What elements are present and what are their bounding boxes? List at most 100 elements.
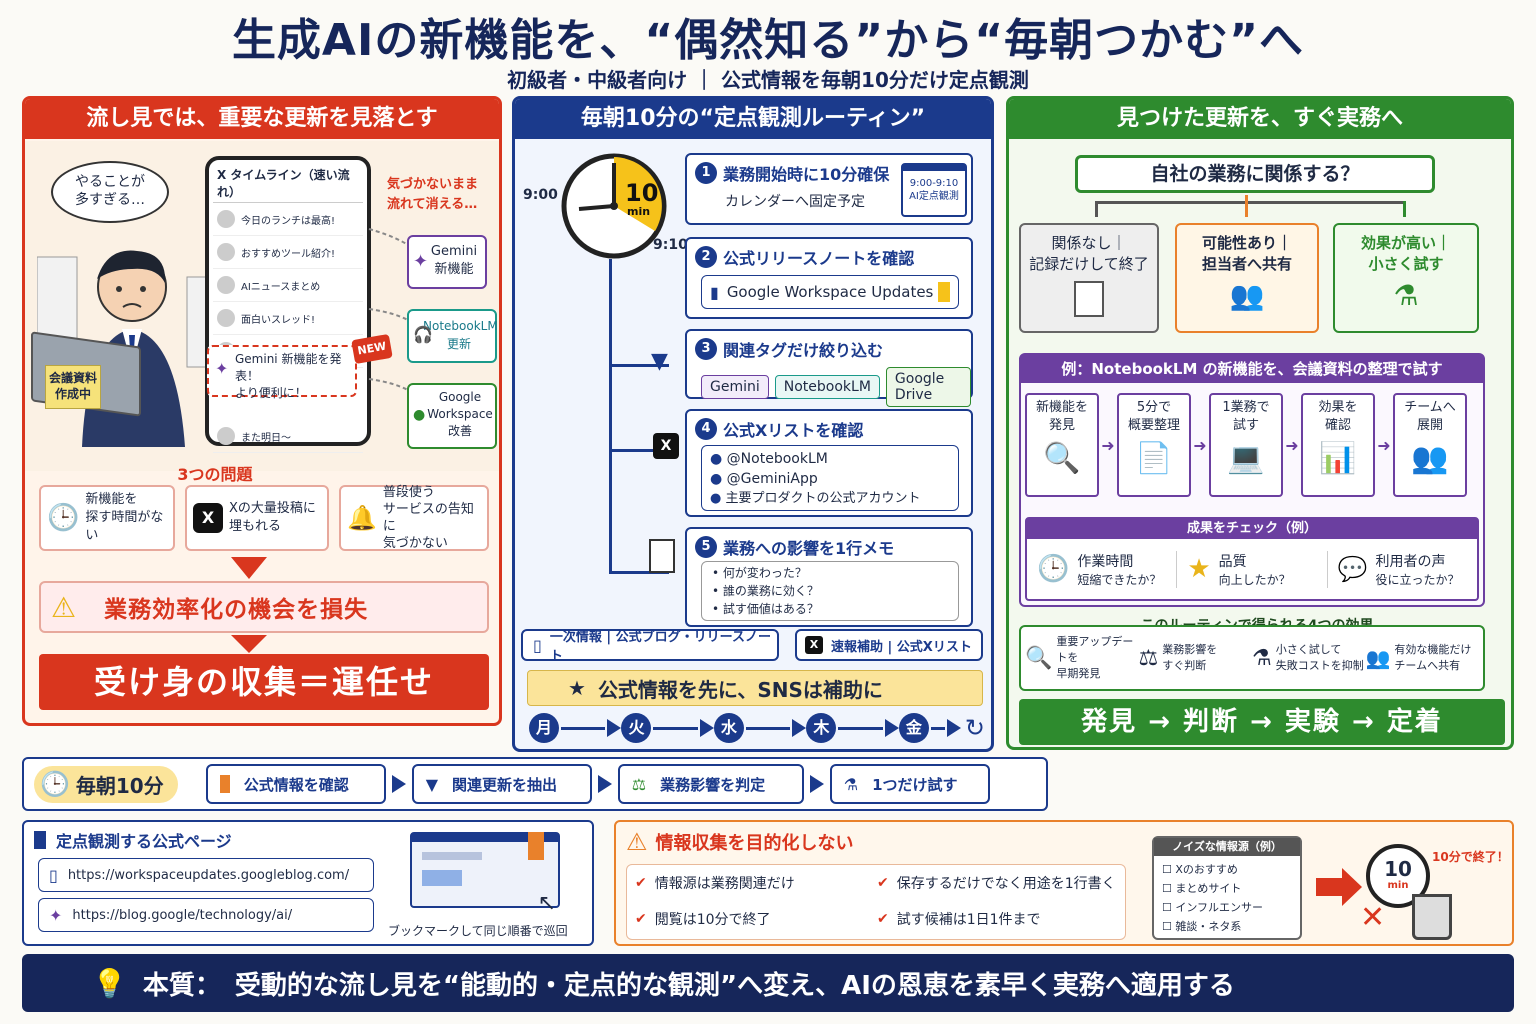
magnifier-icon: 🔍 <box>1043 441 1081 476</box>
person-icon: ● <box>710 451 727 467</box>
desk-note: 会議資料 作成中 <box>45 365 101 409</box>
laptop-headphones-icon: 💻 <box>1227 441 1265 476</box>
step-1-body: カレンダーへ固定予定 <box>725 194 865 210</box>
post-text: おすすめツール紹介! <box>241 248 336 260</box>
rules-box: ✔情報源は業務関連だけ ✔保存するだけでなく用途を1行書く ✔閲覧は10分で終了… <box>626 864 1126 940</box>
motto-box: ★ 公式情報を先に、SNSは補助に <box>527 670 983 706</box>
tag-gemini[interactable]: Gemini <box>701 375 769 399</box>
effects-row: 🔍重要アップデートを 早期発見 ⚖業務影響を すぐ判断 ⚗小さく試して 失敗コス… <box>1019 625 1485 691</box>
day-fri: 金 <box>898 713 929 743</box>
float-card-notebooklm-text: NotebookLM 更新 <box>423 319 498 351</box>
flask-icon: ⚗ <box>1393 279 1419 312</box>
highlight-post[interactable]: ✦ Gemini 新機能を発表！ より便利に！ <box>207 345 357 400</box>
person-icon: ● <box>710 471 727 487</box>
step-5-card: 5 業務への影響を1行メモ • 何が変わった？ • 誰の業務に効く？ • 試す価… <box>685 527 973 627</box>
memo-questions: • 何が変わった？ • 誰の業務に効く？ • 試す価値はある？ <box>701 561 959 621</box>
option-effective-text: 効果が高い｜ 小さく試す <box>1360 234 1451 273</box>
avatar <box>217 309 235 327</box>
option-unrelated: 関係なし｜ 記録だけして終了 <box>1019 223 1159 333</box>
timeline-post[interactable]: 面白いスレッド! <box>213 302 363 335</box>
cycle-banner: 発見 → 判断 → 実験 → 定着 <box>1019 699 1505 745</box>
effect-small-trials: ⚗小さく試して 失敗コストを抑制 <box>1252 643 1364 672</box>
document-clock-icon: 📄 <box>1135 441 1173 476</box>
example-box: 例：NotebookLM の新機能を、会議資料の整理で試す 新機能を 発見🔍➜ 5… <box>1019 353 1485 607</box>
day-tue: 火 <box>621 713 652 743</box>
timeline-post[interactable]: おすすめツール紹介! <box>213 236 363 269</box>
noise-item: ☐ 雑談・ネタ系 <box>1162 920 1242 933</box>
step-2-card: 2 公式リリースノートを確認 ▮ Google Workspace Update… <box>685 237 973 319</box>
phone-timeline: X タイムライン（速い流れ） 今日のランチは最高!おすすめツール紹介!AIニュー… <box>205 156 371 453</box>
noise-title: ノイズな情報源（例） <box>1154 838 1300 856</box>
check-item-voice: 💬 利用者の声役に立ったか？ <box>1328 551 1477 588</box>
memo-icon <box>649 539 675 573</box>
day-mon: 月 <box>529 713 559 743</box>
timer-unit: min <box>1387 880 1409 891</box>
url-text-1: https://workspaceupdates.googleblog.com/ <box>67 867 350 883</box>
repeat-cycle-icon: ↻ <box>964 714 985 742</box>
warning-icon: ⚠ <box>626 828 648 856</box>
cross-mark-icon: ✕ <box>1360 900 1386 935</box>
tag-google-drive[interactable]: Google Drive <box>885 367 971 407</box>
url-link-2[interactable]: ✦ https://blog.google/technology/ai/ <box>38 898 374 932</box>
missed-caption: 気づかないまま 流れて消える… <box>387 177 479 212</box>
left-panel-heading: 流し見では、重要な更新を見落とす <box>25 99 499 139</box>
flow-step-label: 5分で 概要整理 <box>1127 400 1180 433</box>
clock-big-number: 10 <box>625 179 659 207</box>
x-list-accounts: ● @NotebookLM ● @GeminiApp ● 主要プロダクトの公式ア… <box>701 445 959 511</box>
motto-text: 公式情報を先に、SNSは補助に <box>597 677 883 702</box>
document-icon: ▯ <box>533 635 542 655</box>
document-icon: ▯ <box>49 865 58 885</box>
flow-step-1: 新機能を 発見🔍 <box>1025 393 1099 497</box>
check-icon: ✔ <box>877 875 889 891</box>
problem-card-2: X Xの大量投稿に 埋もれる <box>185 485 329 551</box>
check-time-sub: 短縮できたか？ <box>1077 572 1162 587</box>
source-primary-text: 一次情報 | 公式ブログ・リリースノート <box>549 630 771 664</box>
highlight-post-text: Gemini 新機能を発表！ より便利に！ <box>235 352 342 400</box>
bookmark-icon <box>938 282 950 302</box>
option-effective: 効果が高い｜ 小さく試す ⚗ <box>1333 223 1479 333</box>
problem-card-1: 🕒 新機能を 探す時間がない <box>39 485 175 551</box>
check-icon: ✔ <box>635 875 647 891</box>
warning-icon: ⚠ <box>51 590 77 624</box>
scale-icon: ⚖ <box>631 774 647 794</box>
account-item[interactable]: ● 主要プロダクトの公式アカウント <box>710 491 921 506</box>
tag-notebooklm[interactable]: NotebookLM <box>774 375 880 399</box>
timeline-post[interactable]: AIニュースまとめ <box>213 269 363 302</box>
flow-arrow-icon: ➜ <box>1101 435 1115 455</box>
release-notes-link[interactable]: ▮ Google Workspace Updates <box>701 275 959 309</box>
account-item[interactable]: ● @NotebookLM <box>710 451 828 467</box>
gemini-sparkle-icon: ✦ <box>49 905 63 925</box>
step-number-2: 2 <box>695 246 717 268</box>
clipboard-icon <box>1074 281 1104 317</box>
step-1-title: 業務開始時に10分確保 <box>723 165 890 184</box>
calendar-text: 9:00-9:10 AI定点観測 <box>909 178 959 202</box>
account-item[interactable]: ● @GeminiApp <box>710 471 818 487</box>
rule-item-3: ✔閲覧は10分で終了 <box>635 911 771 928</box>
check-quality-title: 品質 <box>1218 553 1247 570</box>
team-icon: 👥 <box>1365 646 1391 670</box>
url-link-1[interactable]: ▯ https://workspaceupdates.googleblog.co… <box>38 858 374 892</box>
bookmark-icon <box>219 775 230 793</box>
clock-icon: 🕒 <box>1037 554 1070 584</box>
timeline-post[interactable]: 今日のランチは最高! <box>213 203 363 236</box>
bookmark-caption: ブックマークして同じ順番で巡回 <box>388 924 568 938</box>
problem-text-2: Xの大量投稿に 埋もれる <box>229 501 316 534</box>
timeline-post[interactable]: また明日〜 <box>213 420 363 453</box>
clock-icon: 🕒 <box>40 770 70 798</box>
magnifier-icon: 🔍 <box>1025 645 1053 671</box>
middle-panel: 毎朝10分の“定点観測ルーティン” 10 min 9:00 9:10 ▼ X 1… <box>512 96 994 752</box>
avatar <box>217 276 235 294</box>
example-title: 例：NotebookLM の新機能を、会議資料の整理で試す <box>1021 355 1483 383</box>
bar-chart-icon: 📊 <box>1319 441 1357 476</box>
problems-title: 3つの問題 <box>177 465 253 484</box>
step-3-card: 3 関連タグだけ絞り込む Gemini NotebookLM Google Dr… <box>685 329 973 407</box>
flow-step-4: 効果を 確認📊 <box>1301 393 1375 497</box>
thought-bubble-text: やることが 多すぎる… <box>75 174 145 208</box>
right-panel-heading: 見つけた更新を、すぐ実務へ <box>1009 99 1511 139</box>
person-icon: ● <box>710 491 726 506</box>
check-item-time: 🕒 作業時間短縮できたか？ <box>1027 550 1178 588</box>
step-number-5: 5 <box>695 536 717 558</box>
x-logo-icon: X <box>653 433 679 459</box>
check-quality-sub: 向上したか？ <box>1218 572 1291 587</box>
problem-card-3: 🔔 普段使う サービスの告知に 気づかない <box>339 485 489 551</box>
